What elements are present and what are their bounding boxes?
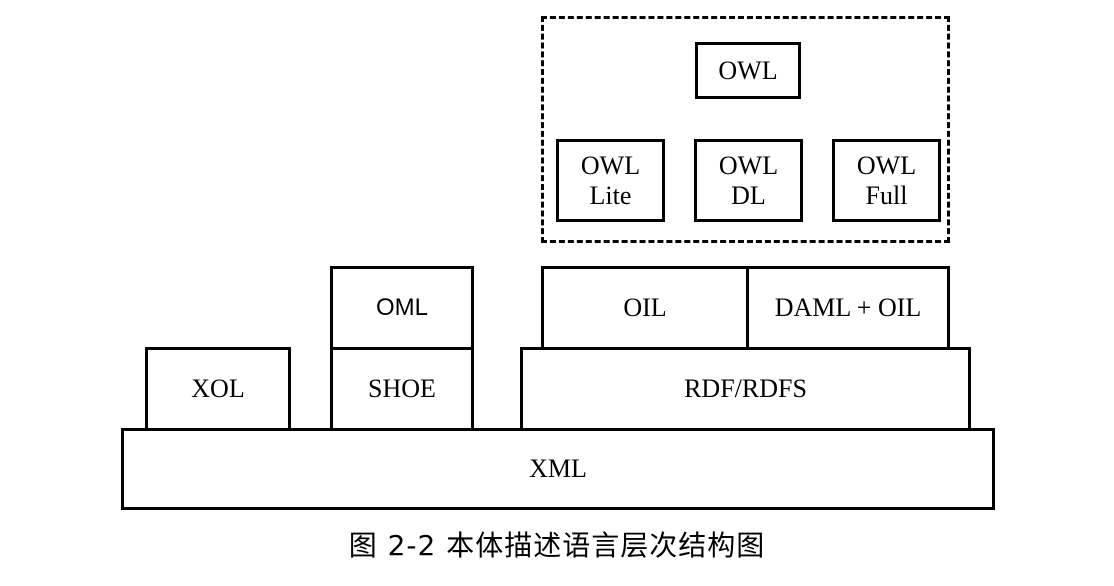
xml-box: XML [121,428,995,510]
owl-box: OWL [695,42,801,99]
daml-oil-box: DAML + OIL [746,266,950,350]
owl-family-group [541,16,950,243]
xol-box: XOL [145,347,291,431]
owl-dl-box: OWL DL [694,139,803,222]
figure-caption: 图 2-2 本体描述语言层次结构图 [348,529,766,562]
shoe-box: SHOE [330,347,474,431]
oml-box: OML [330,266,474,350]
owl-lite-box: OWL Lite [556,139,665,222]
rdf-rdfs-box: RDF/RDFS [520,347,971,431]
owl-full-box: OWL Full [832,139,941,222]
oil-box: OIL [541,266,749,350]
